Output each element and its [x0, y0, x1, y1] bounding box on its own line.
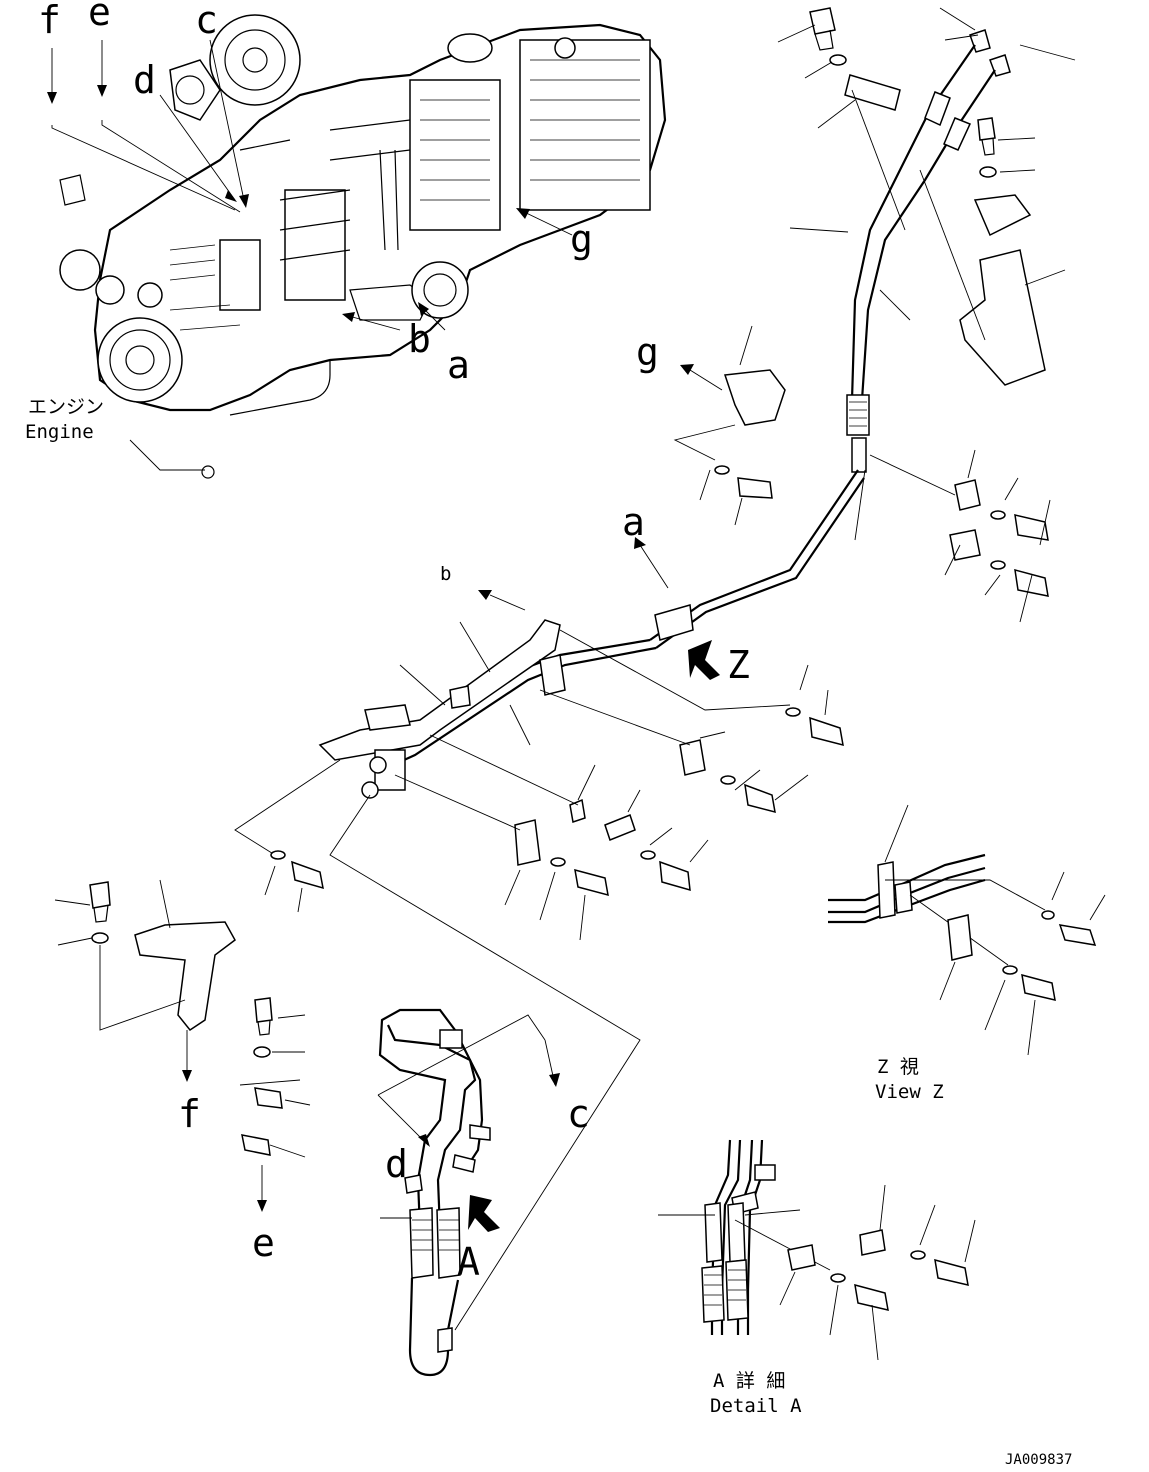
callout-d-engine: d [133, 58, 156, 102]
view-z-illustration [828, 804, 1106, 1056]
callout-g-engine: g [570, 217, 593, 261]
clamp-group-upper-right [854, 449, 1051, 623]
callout-g-bracket: g [636, 330, 659, 374]
hose-assembly [673, 7, 1076, 526]
callout-e-engine: e [88, 0, 111, 34]
engine-label-en: Engine [25, 421, 94, 443]
detail-a-label-en: Detail A [710, 1395, 802, 1417]
view-z-label-jp: Z 視 [877, 1056, 919, 1078]
engine-label-jp: エンジン [28, 396, 104, 418]
callout-c-engine: c [195, 0, 218, 42]
callout-z-arrow: Z [727, 643, 750, 687]
callout-f-bracket: f [178, 1092, 201, 1136]
callout-a-arrow: A [457, 1240, 480, 1284]
tube-assembly [234, 469, 865, 1331]
detail-a-label-jp: A 詳 細 [713, 1370, 785, 1392]
callout-c-tube: c [567, 1092, 590, 1136]
callout-d-tube: d [385, 1142, 408, 1186]
engine-leaders [47, 39, 573, 479]
bracket-f-group [54, 879, 311, 1212]
detail-a-illustration [658, 1139, 976, 1361]
drawing-id: JA009837 [1005, 1452, 1072, 1468]
callout-e-clip: e [252, 1221, 275, 1265]
callout-f-engine: f [38, 0, 61, 42]
callout-b-engine: b [408, 317, 431, 361]
callout-a-tube: a [622, 500, 645, 544]
view-z-label-en: View Z [875, 1081, 944, 1103]
callout-b-tube: b [440, 563, 451, 585]
callout-a-engine: a [447, 343, 470, 387]
lower-tube-assembly [377, 1008, 560, 1377]
engine-illustration [59, 14, 667, 416]
